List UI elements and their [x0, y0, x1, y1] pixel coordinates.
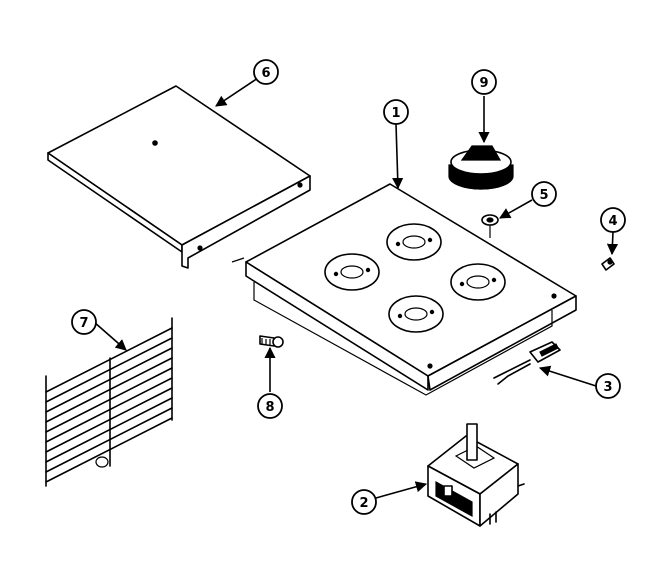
- callout-2: 2: [351, 489, 377, 515]
- callout-5: 5: [531, 181, 557, 207]
- svg-text:7: 7: [79, 316, 88, 331]
- screw-small: [601, 257, 615, 271]
- infinite-switch: [427, 423, 525, 527]
- cover-panel: [47, 85, 311, 269]
- callout-1: 1: [383, 99, 409, 125]
- knob: [448, 145, 514, 190]
- callout-8: 8: [257, 393, 283, 419]
- svg-text:5: 5: [539, 188, 548, 203]
- screw-mounting: [259, 335, 284, 348]
- callout-3: 3: [595, 373, 621, 399]
- svg-text:4: 4: [608, 214, 617, 229]
- burner-opening-back: [386, 223, 442, 261]
- svg-text:9: 9: [479, 76, 488, 91]
- svg-text:2: 2: [359, 496, 368, 511]
- burner-opening-front: [388, 295, 444, 333]
- cooktop: [245, 183, 577, 396]
- wire-rack: [45, 317, 173, 487]
- terminal-block: [493, 341, 561, 385]
- callout-7: 7: [71, 309, 97, 335]
- callout-6: 6: [253, 59, 279, 85]
- svg-text:8: 8: [265, 400, 274, 415]
- svg-text:3: 3: [603, 380, 612, 395]
- svg-text:1: 1: [391, 106, 400, 121]
- svg-text:6: 6: [261, 66, 270, 81]
- callout-4: 4: [600, 207, 626, 233]
- burner-opening-left: [324, 253, 380, 291]
- burner-opening-right: [450, 263, 506, 301]
- knob-spring-clip: [481, 214, 499, 238]
- callout-9: 9: [471, 69, 497, 95]
